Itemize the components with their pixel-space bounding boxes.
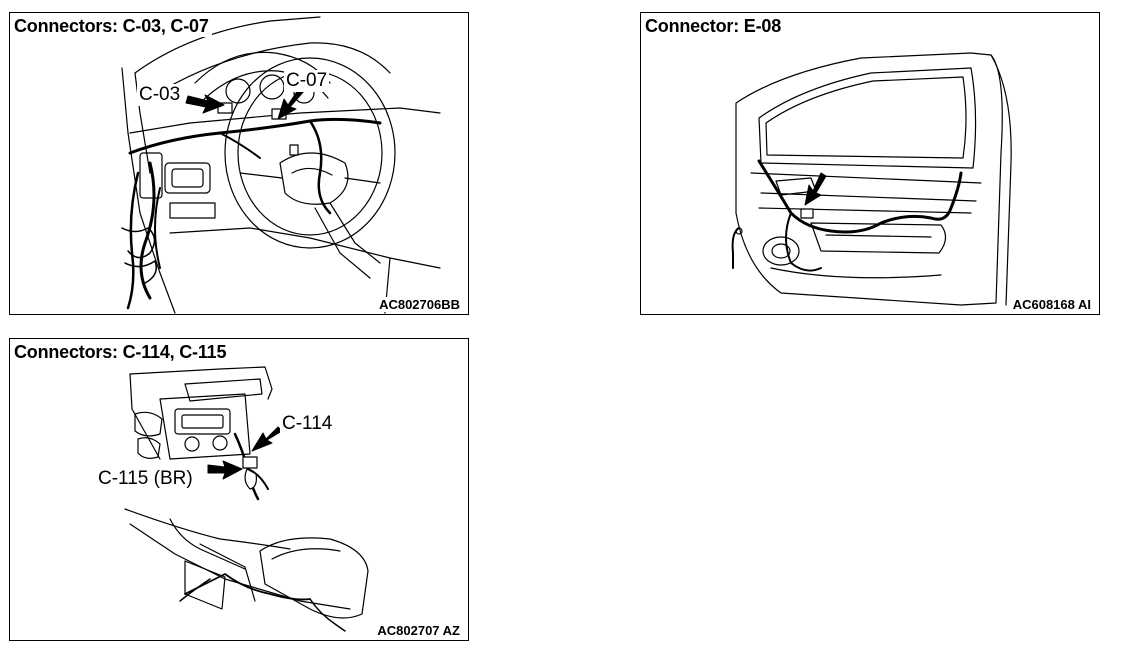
console-line-drawing	[124, 366, 369, 632]
arrow-c115-icon	[207, 460, 243, 480]
figure-code: AC608168 AI	[1009, 297, 1091, 312]
figure-code: AC802706BB	[376, 297, 460, 312]
panel-title: Connectors: C-03, C-07	[14, 16, 212, 37]
diagram-panel-c03-c07: Connectors: C-03, C-07 C-03 C-07 AC80270…	[9, 12, 469, 315]
arrow-e08-icon	[804, 172, 827, 206]
callout-label-c03: C-03	[137, 84, 183, 106]
callout-label-c114: C-114	[280, 413, 335, 435]
door-line-drawing	[731, 52, 1012, 306]
arrow-c114-icon	[251, 426, 283, 452]
dashboard-line-drawing	[121, 16, 441, 314]
diagram-panel-c114-c115: Connectors: C-114, C-115 C-114 C-115 (BR…	[9, 338, 469, 641]
callout-label-c07: C-07	[284, 70, 330, 92]
callout-label-c115: C-115 (BR)	[96, 468, 195, 490]
figure-code: AC802707 AZ	[374, 623, 460, 638]
diagram-panel-e08: Connector: E-08 AC608168 AI	[640, 12, 1100, 315]
panel-title: Connector: E-08	[645, 16, 785, 37]
arrow-c07-icon	[277, 86, 305, 120]
arrow-c03-icon	[185, 94, 225, 114]
panel-title: Connectors: C-114, C-115	[14, 342, 230, 363]
